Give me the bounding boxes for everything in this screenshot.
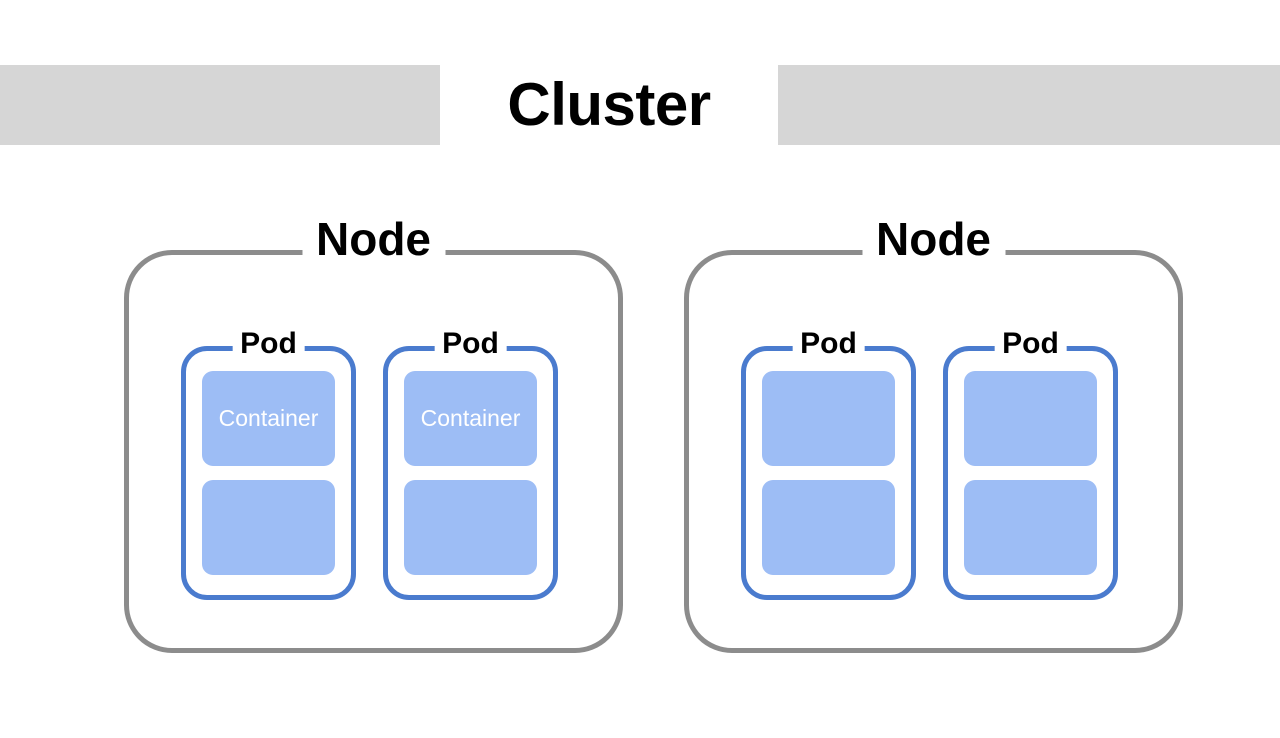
container-box (404, 480, 537, 575)
container-box (202, 480, 335, 575)
pod: Pod (741, 329, 916, 600)
container-box: Container (404, 371, 537, 466)
pod-label: Pod (434, 329, 507, 359)
container-box (964, 480, 1097, 575)
cluster-band-left (0, 65, 440, 145)
container-box: Container (202, 371, 335, 466)
container-box (762, 371, 895, 466)
pod-label: Pod (792, 329, 865, 359)
cluster-header: Cluster (0, 65, 1280, 145)
pod: Pod (943, 329, 1118, 600)
pod-label: Pod (994, 329, 1067, 359)
pod: Pod Container (181, 329, 356, 600)
node-group: Node Pod Pod (684, 216, 1183, 653)
node-label: Node (302, 216, 445, 262)
node-group: Node Pod Container Pod Container (124, 216, 623, 653)
pod-container-list: Container (202, 371, 335, 575)
container-box (762, 480, 895, 575)
pod: Pod Container (383, 329, 558, 600)
pod-container-list: Container (404, 371, 537, 575)
cluster-title: Cluster (440, 65, 778, 145)
node-label: Node (862, 216, 1005, 262)
pod-container-list (762, 371, 895, 575)
cluster-band-right (778, 65, 1280, 145)
pod-label: Pod (232, 329, 305, 359)
pod-container-list (964, 371, 1097, 575)
container-box (964, 371, 1097, 466)
